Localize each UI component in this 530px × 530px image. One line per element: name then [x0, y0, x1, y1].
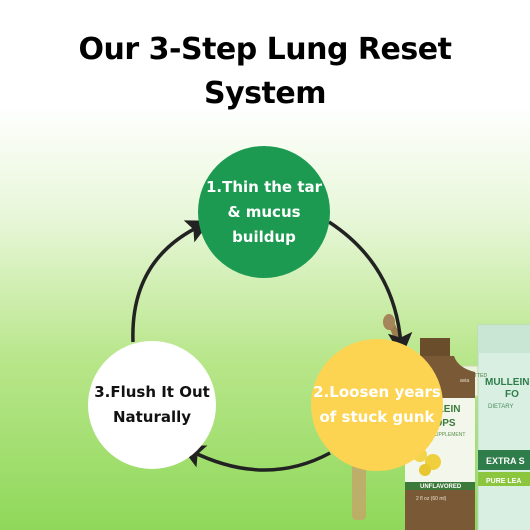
page-title: Our 3-Step Lung Reset System	[0, 28, 530, 116]
arrow-step2-to-step3	[180, 445, 331, 472]
bottle-label-line-4: UNFLAVORED	[420, 484, 462, 490]
box-label-line-5: PURE LEA	[486, 478, 521, 485]
bottle-label-line-3: DIETARY SUPPLEMENT	[409, 432, 465, 438]
bottle-label-line-5: 2 fl oz (60 ml)	[416, 496, 447, 502]
step-2-circle	[311, 339, 443, 471]
box-label-line-3: DIETARY	[488, 404, 513, 410]
step-1-circle	[198, 146, 330, 278]
arrow-step3-to-step1	[131, 220, 212, 343]
title-line-1: Our 3-Step Lung Reset	[78, 32, 452, 67]
flower-icon	[419, 464, 431, 476]
step-3-circle	[88, 341, 216, 469]
step-3-label: 3.Flush It Out Naturally	[94, 383, 210, 426]
brand-fragment: avia	[460, 378, 469, 384]
step-2-label: 2.Loosen years of stuck gunk	[313, 383, 441, 426]
box-label-line-2: FO	[505, 389, 519, 400]
step-1-label: 1.Thin the tar & mucus buildup	[205, 177, 323, 246]
arrow-step1-to-step2	[328, 220, 413, 358]
box-label-line-1: MULLEIN	[485, 377, 529, 388]
title-line-2: System	[204, 76, 326, 111]
box-label-line-4: EXTRA S	[486, 456, 525, 466]
supplement-box	[477, 324, 530, 530]
bottle-cap	[420, 338, 450, 356]
